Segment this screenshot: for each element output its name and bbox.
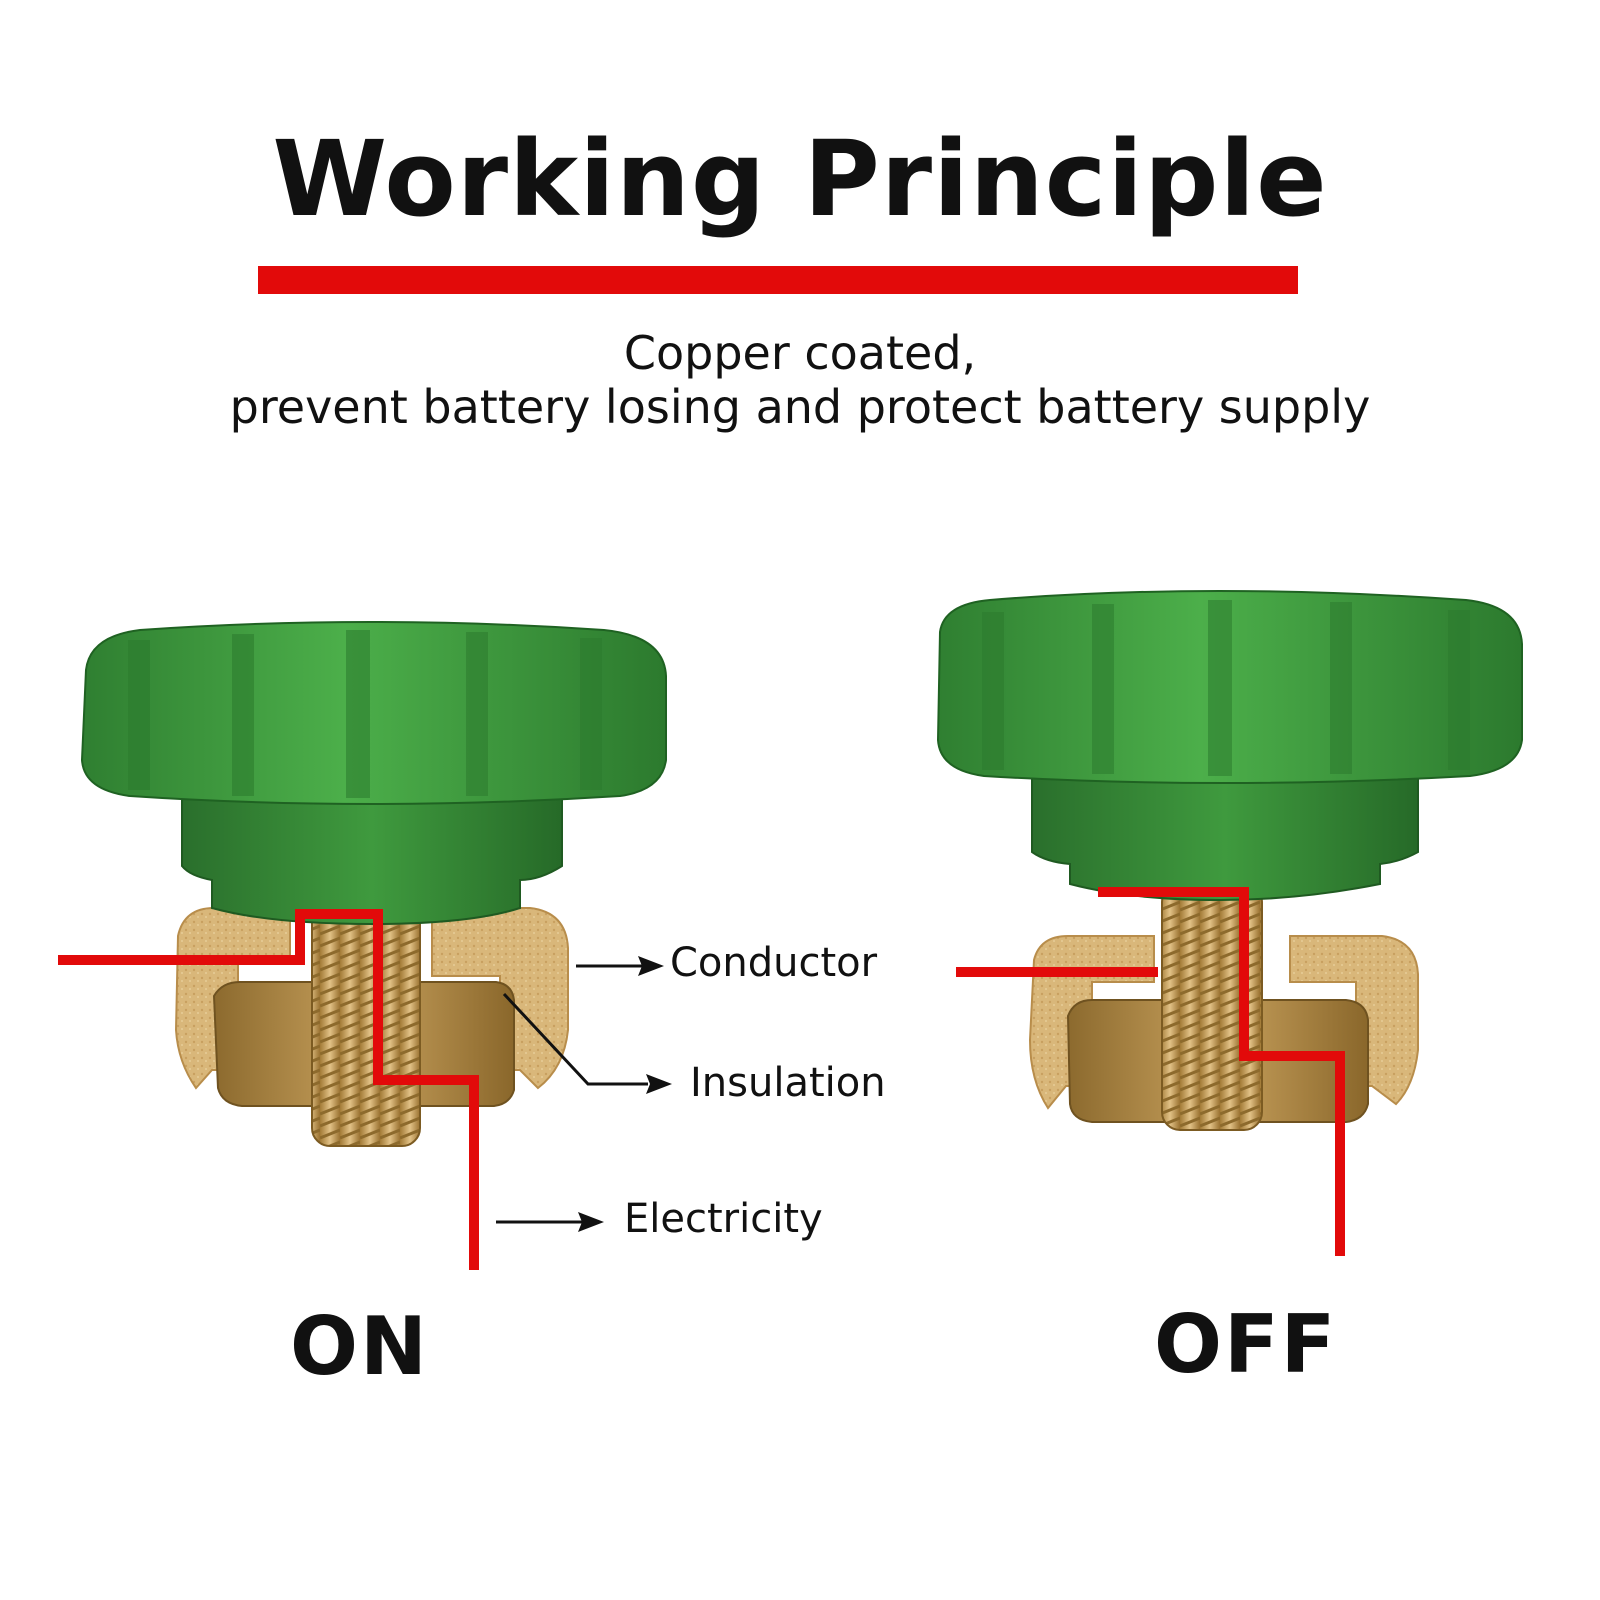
on-green-knob: [80, 621, 667, 805]
off-knob-base: [1031, 753, 1419, 902]
off-terminal-assembly: [936, 590, 1523, 1256]
on-knob-base: [181, 779, 563, 926]
conductor-label: Conductor: [670, 940, 878, 986]
electricity-label: Electricity: [624, 1196, 823, 1242]
on-electricity-path: [58, 909, 479, 1270]
on-threaded-screw: [311, 899, 421, 1147]
on-terminal-assembly: [58, 621, 667, 1270]
insulation-leader: [502, 992, 648, 1086]
off-electricity-path: [1098, 887, 1345, 1256]
title-underline: [258, 266, 1298, 294]
on-state-label: ON: [290, 1300, 429, 1393]
subtitle-line-1: Copper coated,: [623, 326, 977, 380]
off-state-label: OFF: [1154, 1298, 1338, 1391]
subtitle-line-2: prevent battery losing and protect batte…: [229, 380, 1371, 434]
callouts: [496, 956, 672, 1232]
insulation-label: Insulation: [690, 1060, 886, 1106]
page-title: Working Principle: [272, 118, 1328, 240]
